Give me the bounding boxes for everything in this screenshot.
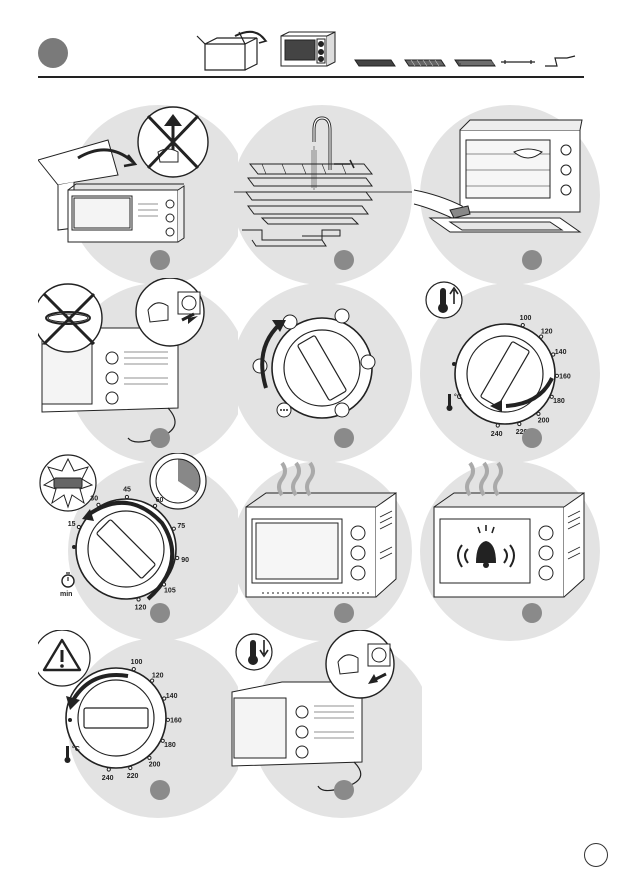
heating-oven-icon <box>246 493 396 597</box>
dial-tick-label: 140 <box>166 693 178 700</box>
dial-tick-dot <box>518 422 521 425</box>
thermometer-down-icon <box>236 634 272 670</box>
dial-tick-label: 60 <box>156 497 164 504</box>
wire-rack-icon <box>405 60 445 66</box>
dial-tick-dot <box>153 504 156 507</box>
section-marker <box>38 38 68 68</box>
step-marker <box>522 603 542 623</box>
dial-tick-label: 160 <box>559 374 571 381</box>
baking-tray-icon <box>355 60 395 66</box>
dial-tick-dot <box>125 495 128 498</box>
header-rule <box>38 76 584 78</box>
panel-function-selector <box>222 278 422 478</box>
step-marker <box>522 428 542 448</box>
step-marker <box>150 250 170 270</box>
dial-tick-dot <box>537 412 540 415</box>
step-marker <box>150 780 170 800</box>
dial-tick-label: 105 <box>164 587 176 594</box>
panel-unpack <box>38 100 238 300</box>
oven-icon <box>281 32 335 66</box>
dial-tick-label: 200 <box>149 761 161 768</box>
dial-tick-dot <box>540 335 543 338</box>
temp-unit-label: °C <box>72 745 80 753</box>
dial-tick-label: 120 <box>135 605 147 612</box>
page-number-circle <box>584 843 608 867</box>
dial-tick-label: 30 <box>90 496 98 503</box>
temperature-dial-icon <box>66 668 166 768</box>
dial-tick-dot <box>176 556 179 559</box>
thermometer-small-icon <box>65 746 71 763</box>
dial-tick-label: 15 <box>68 521 76 528</box>
plug-in-icon <box>136 278 204 346</box>
dial-tick-dot <box>137 598 140 601</box>
dial-tick-label: 120 <box>541 328 553 335</box>
dial-tick-dot <box>555 374 558 377</box>
warning-icon <box>38 630 90 686</box>
step-marker <box>334 428 354 448</box>
dial-tick-dot <box>496 424 499 427</box>
dial-tick-label: 90 <box>181 557 189 564</box>
dial-tick-label: 45 <box>123 487 131 494</box>
panel-preheat <box>222 453 422 653</box>
oven-icon <box>68 184 184 242</box>
panel-clean-interior <box>410 100 610 300</box>
dial-tick-dot <box>521 324 524 327</box>
dial-tick-dot <box>172 527 175 530</box>
dial-tick-dot <box>129 766 132 769</box>
step-marker <box>522 250 542 270</box>
panel-ready-bell <box>410 453 610 653</box>
dial-tick-label: 240 <box>102 775 114 782</box>
dial-tick-dot <box>77 525 80 528</box>
dial-tick-dot <box>148 756 151 759</box>
do-not-lift-icon <box>138 107 208 177</box>
dial-tick-dot <box>162 583 165 586</box>
dial-tick-label: 180 <box>164 742 176 749</box>
thermometer-up-icon <box>426 282 462 318</box>
dial-tick-label: 100 <box>520 315 532 322</box>
temp-unit-label: °C <box>454 393 462 401</box>
panel-unplug <box>222 630 422 830</box>
timer-unit-label: min <box>60 591 72 598</box>
dial-tick-dot <box>166 718 169 721</box>
panel-wash-accessories <box>222 100 422 300</box>
dial-tick-label: 120 <box>152 672 164 679</box>
handle-icon <box>545 56 575 66</box>
panel-timer: min 15 30 45 60 75 90 105 120 <box>38 453 238 653</box>
panel-turn-off: °C 100 120 140 160 180 200 220 240 <box>38 630 238 830</box>
dial-tick-label: 160 <box>170 718 182 725</box>
dial-tick-label: 180 <box>553 398 565 405</box>
dial-tick-dot <box>151 679 154 682</box>
panel-plug-in <box>38 278 238 478</box>
step-marker <box>334 780 354 800</box>
dial-tick-dot <box>132 668 135 671</box>
step-marker <box>150 603 170 623</box>
dial-tick-label: 75 <box>177 523 185 530</box>
bell-oven-icon <box>434 493 584 597</box>
skewer-icon <box>501 60 535 64</box>
dial-tick-dot <box>107 768 110 771</box>
unplug-icon <box>326 630 394 698</box>
indicator-light-icon <box>40 455 96 511</box>
step-marker <box>150 428 170 448</box>
dial-tick-dot <box>97 503 100 506</box>
step-marker <box>334 250 354 270</box>
dial-tick-label: 240 <box>491 431 503 438</box>
header-accessories <box>195 24 585 76</box>
box-icon <box>197 32 266 70</box>
crumb-tray-icon <box>455 60 495 66</box>
no-extension-cord-icon <box>38 284 102 352</box>
dial-tick-label: 140 <box>555 349 567 356</box>
dial-tick-label: 200 <box>538 417 550 424</box>
step-marker <box>334 603 354 623</box>
dial-tick-label: 220 <box>127 773 139 780</box>
dial-tick-label: 100 <box>131 659 143 666</box>
